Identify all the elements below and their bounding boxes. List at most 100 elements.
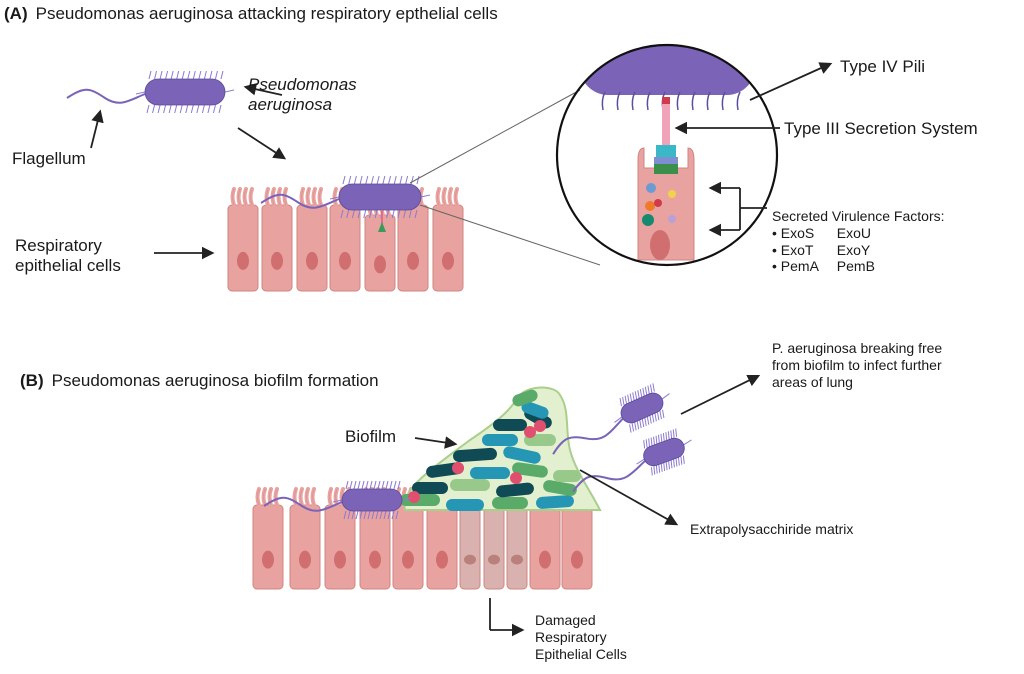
label-damaged-cells: Damaged Respiratory Epithelial Cells	[535, 612, 627, 662]
virulence-factor-particle	[654, 199, 662, 207]
pilus	[135, 91, 146, 95]
pilus	[657, 434, 660, 444]
arrow-to-biofilm	[414, 436, 458, 449]
cilium-outline	[257, 488, 260, 506]
cell-nucleus	[369, 550, 381, 569]
pilus	[401, 497, 412, 501]
pilus	[363, 209, 367, 219]
pilus	[367, 510, 371, 520]
pilus	[660, 433, 663, 443]
pilus	[347, 510, 351, 520]
pilus	[355, 510, 359, 520]
pilus	[332, 499, 343, 503]
cell-nucleus	[488, 554, 500, 565]
pilus	[650, 437, 653, 446]
arrow-to-bacterium	[243, 83, 283, 96]
cell-body	[397, 204, 429, 292]
cell-body	[289, 504, 321, 590]
pilus	[170, 70, 174, 80]
cilium-outline	[307, 188, 310, 206]
virulence-factor-particle	[642, 214, 654, 226]
epithelial-cell	[261, 187, 293, 292]
bacterium-body	[620, 392, 664, 424]
cilium-outline	[306, 488, 309, 506]
pilus	[614, 416, 623, 423]
cell-body	[506, 504, 528, 590]
arrow-to-flagellum	[90, 109, 104, 149]
pilus	[416, 175, 420, 185]
pilus	[207, 104, 211, 114]
label-breaking-free-line1: P. aeruginosa breaking free	[772, 340, 943, 356]
cilium-outline	[266, 188, 269, 206]
biofilm-rod	[450, 479, 490, 491]
cilium-outline	[244, 188, 247, 206]
panel-b-title: (B)Pseudomonas aeruginosa biofilm format…	[20, 371, 379, 391]
pilus	[659, 410, 662, 420]
zoom-needle-tip	[662, 97, 670, 104]
pilus	[641, 418, 645, 428]
pilus	[393, 175, 397, 185]
arrows-group	[90, 62, 833, 637]
pilus	[652, 383, 655, 392]
pilus	[632, 392, 635, 401]
label-breaking-free-line2: from biofilm to infect further	[772, 356, 942, 373]
biofilm-rod	[521, 401, 549, 419]
pilus	[651, 414, 655, 423]
pilus	[181, 70, 185, 80]
pilus	[662, 433, 665, 442]
cilium-outline	[284, 188, 287, 206]
pilus	[643, 440, 646, 449]
pilus	[154, 70, 158, 80]
virulence-factor-exoy: ExoY	[836, 241, 871, 258]
pilus	[359, 175, 363, 185]
pilus	[629, 393, 633, 402]
pilus	[397, 209, 401, 219]
biofilm-rod	[553, 470, 581, 482]
bacterium-body	[144, 78, 226, 106]
cell-body	[529, 504, 561, 590]
arrow-bacterium-to-cells	[237, 127, 287, 160]
pilus	[673, 459, 675, 468]
biofilm-rod	[496, 482, 534, 498]
bacterium-body	[643, 437, 685, 467]
biofilm-rod	[400, 494, 440, 506]
label-type-iv-pili: Type IV Pili	[840, 57, 926, 76]
cilium-outline	[334, 188, 337, 206]
panel-b-letter: (B)	[20, 371, 44, 390]
pilus	[351, 209, 355, 219]
cilium-outline	[449, 188, 452, 206]
pilus	[622, 396, 625, 406]
pilus	[359, 510, 363, 520]
biofilm-rod	[492, 497, 528, 509]
pilus	[391, 209, 395, 219]
pilus	[682, 455, 685, 464]
label-breaking-free-line3: areas of lung	[772, 373, 853, 390]
pilus	[647, 385, 650, 394]
pilus	[644, 386, 648, 396]
secretion-base	[378, 222, 386, 232]
pilus	[176, 70, 180, 80]
bullet: •	[772, 241, 777, 258]
pilus	[345, 480, 349, 490]
cilium-outline	[238, 188, 241, 206]
pilus	[387, 510, 391, 520]
pilus	[403, 209, 407, 219]
pilus	[648, 438, 651, 447]
pilus	[329, 196, 340, 200]
cilium-outline	[250, 188, 253, 206]
flagellum	[66, 88, 146, 104]
pilus	[420, 194, 431, 198]
pilus	[653, 436, 655, 445]
epithelial-cell-row-a	[227, 187, 464, 292]
pilus	[683, 439, 692, 446]
label-pseudomonas-aeruginosa: Pseudomonas aeruginosa	[248, 75, 357, 114]
cell-body	[561, 504, 593, 590]
pilus	[672, 429, 675, 438]
pseudomonas-bacterium	[263, 480, 412, 520]
pilus	[662, 409, 665, 419]
cilium-outline	[312, 488, 315, 506]
pilus	[201, 104, 205, 114]
pilus	[152, 104, 156, 114]
